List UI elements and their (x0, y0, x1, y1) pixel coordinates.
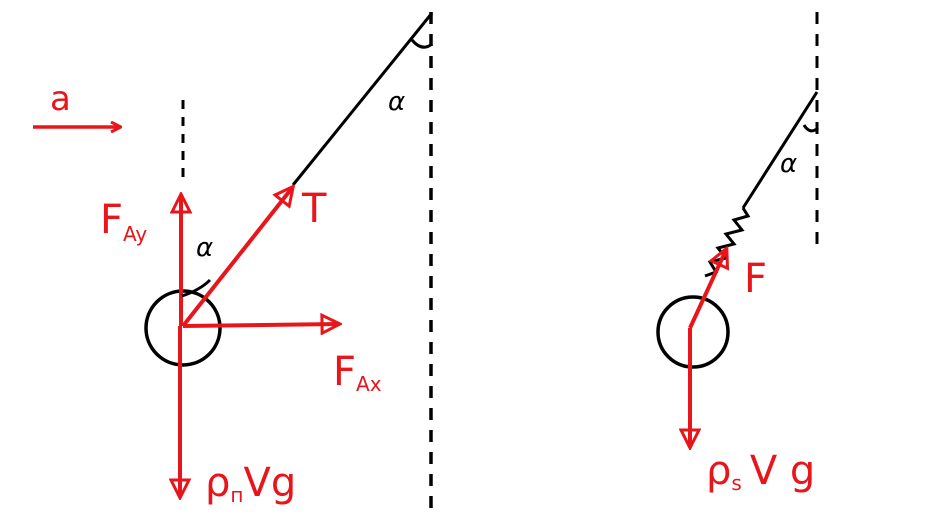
spring-force-arrow (688, 250, 726, 329)
angle-arc-ball (181, 278, 212, 298)
force-ax-label: FAx (333, 349, 382, 396)
spring (704, 207, 751, 278)
tension-label: T (301, 186, 327, 232)
right-ball (656, 295, 730, 369)
right-angle-label: α (780, 149, 797, 179)
spring-force-label: F (744, 256, 767, 302)
angle-arc-top (410, 39, 433, 49)
right-angle-arc (802, 124, 819, 133)
tension-arrow (181, 188, 292, 328)
acceleration-label: a (50, 79, 71, 119)
angle-label-top: α (388, 87, 405, 117)
right-string-line (741, 91, 819, 209)
string-line (291, 12, 434, 186)
force-ay-label: FAy (100, 197, 147, 246)
force-ax-arrow (182, 324, 338, 326)
angle-label-ball: α (196, 233, 213, 263)
gravity-label: ρпVg (205, 460, 296, 507)
left-figure: a FAy T α α FAx ρпVg (33, 12, 434, 510)
